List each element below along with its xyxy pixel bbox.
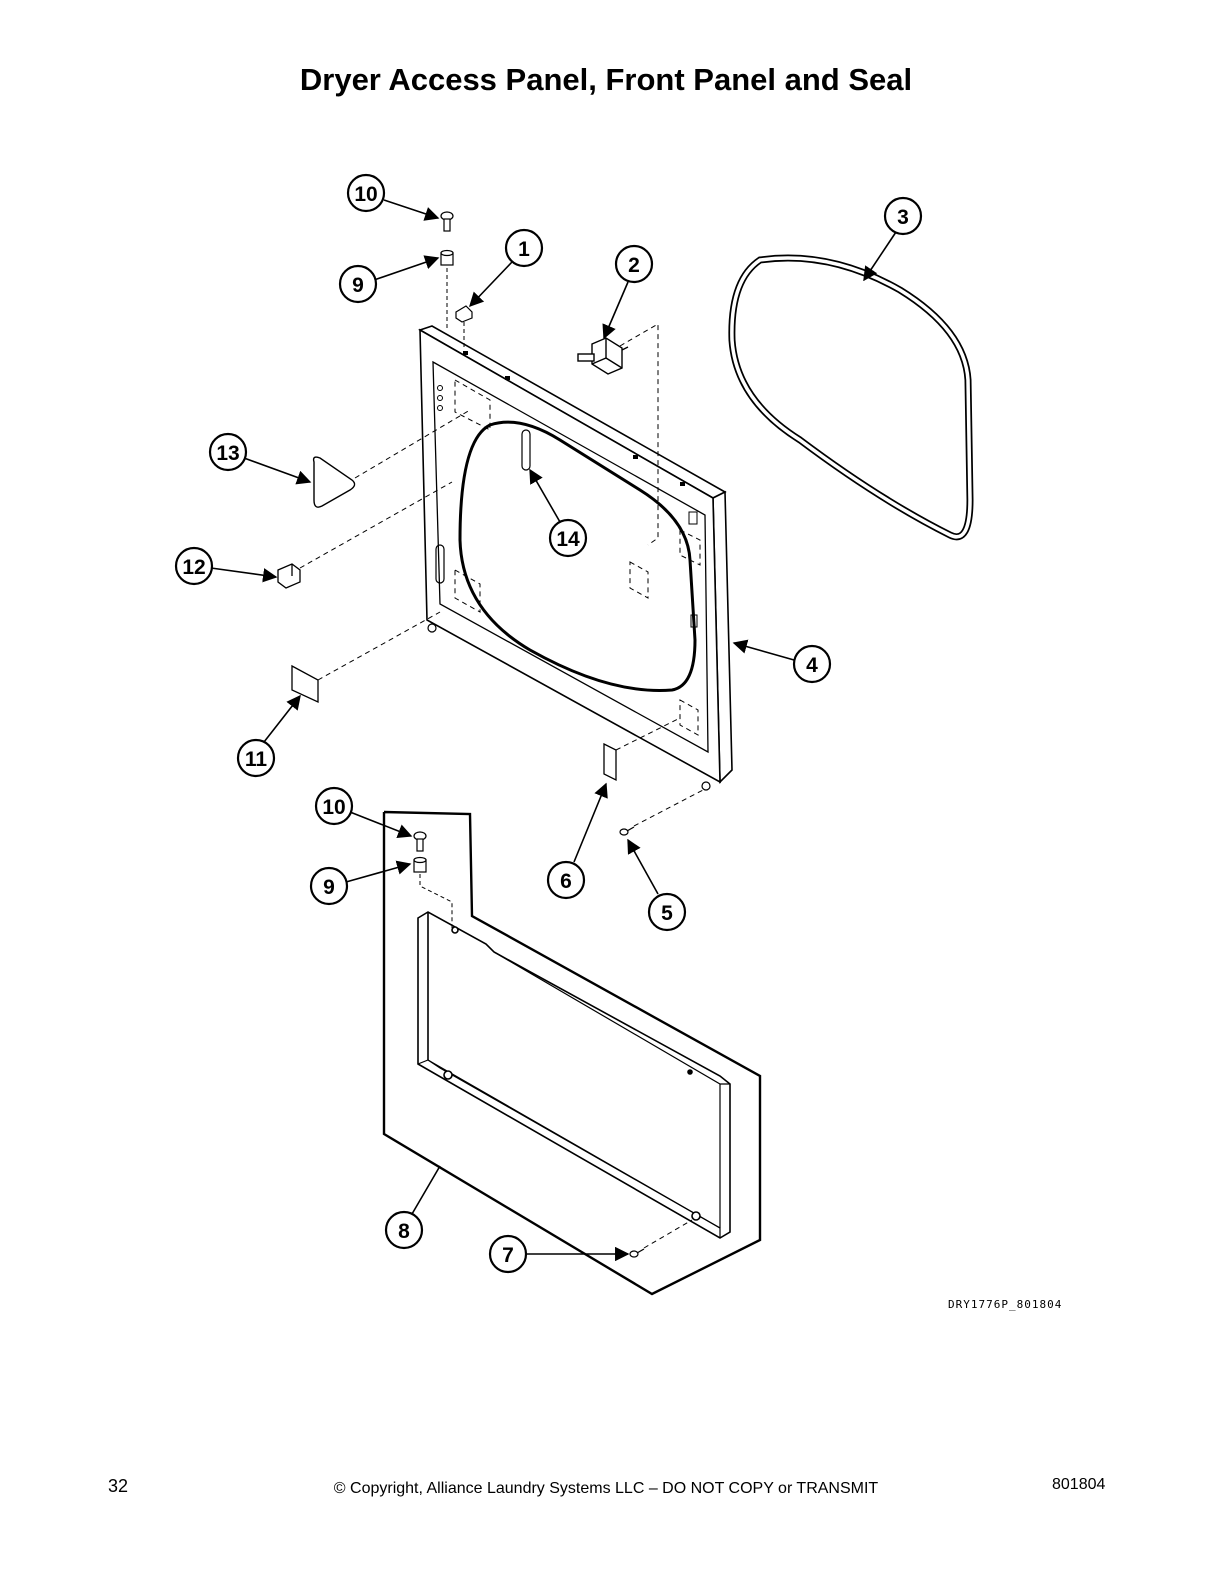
callout-9-top: 9 (352, 274, 364, 297)
copyright-notice: © Copyright, Alliance Laundry Systems LL… (333, 1480, 879, 1497)
label-13-guide (354, 409, 471, 479)
lower-screw-guide (419, 874, 453, 928)
callout-10-lower: 10 (322, 796, 345, 819)
access-panel-bracket (382, 810, 762, 1296)
callout-10-top: 10 (354, 183, 377, 206)
top-spacer (440, 249, 454, 266)
callout-1: 1 (518, 238, 530, 261)
lower-spacer (413, 856, 427, 873)
label-6 (603, 742, 617, 782)
drawing-id: DRY1776P_801804 (948, 1298, 1063, 1311)
door-switch (577, 337, 629, 375)
callout-11: 11 (245, 748, 268, 771)
callout-7: 7 (502, 1244, 514, 1267)
page-number: 32 (108, 1476, 129, 1496)
screw-7-guide (643, 1219, 693, 1249)
page-title: Dryer Access Panel, Front Panel and Seal (299, 62, 913, 97)
label-6-guide (615, 717, 681, 751)
document-number: 801804 (1052, 1476, 1106, 1493)
screw-5 (619, 826, 635, 836)
top-screw (440, 211, 454, 232)
callout-6: 6 (560, 870, 572, 893)
lower-screw (413, 831, 427, 852)
switch-dashed-guide (619, 323, 659, 546)
door-seal (728, 254, 974, 541)
hidden-lines (454, 379, 701, 736)
callout-4: 4 (806, 654, 818, 677)
access-panel (417, 911, 731, 1239)
callout-bubbles (174, 173, 923, 1274)
callout-3: 3 (897, 206, 909, 229)
triangle-label (312, 456, 356, 508)
label-11 (291, 664, 319, 704)
label-11-guide (317, 611, 441, 681)
screw-7 (629, 1248, 645, 1258)
panel-clip (277, 563, 301, 589)
callout-8: 8 (398, 1220, 410, 1243)
callout-2: 2 (628, 254, 640, 277)
callout-9-lower: 9 (323, 876, 335, 899)
callout-12: 12 (182, 556, 205, 579)
hinge-clip (455, 305, 473, 323)
callout-labels: 10 9 1 2 3 4 13 12 11 14 6 5 10 9 7 8 (182, 183, 909, 1267)
callout-13: 13 (216, 442, 239, 465)
leader-lines (210, 199, 897, 1262)
clip-12-guide (299, 481, 453, 569)
screw-5-guide (633, 789, 704, 827)
callout-14: 14 (556, 528, 580, 551)
callout-5: 5 (661, 902, 673, 925)
